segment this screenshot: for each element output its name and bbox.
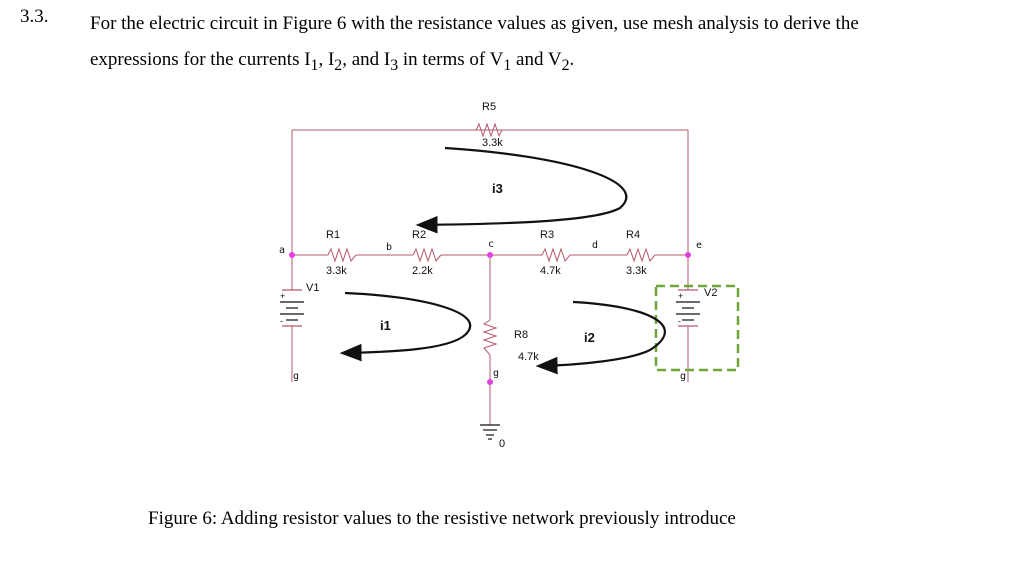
r1-name: R1: [326, 229, 340, 241]
v2-highlight-box: [654, 284, 740, 372]
v2-plus: +: [678, 291, 683, 301]
node-a-label: a: [279, 245, 285, 256]
node-dot-e: [685, 252, 691, 258]
v1-source: [280, 289, 304, 327]
node-e-label: e: [696, 240, 702, 251]
mesh-i2-label: i2: [584, 330, 595, 345]
node-g-center-label: g: [493, 368, 499, 379]
v1-plus: +: [280, 291, 285, 301]
arrow-i1: [339, 291, 472, 362]
ground-symbol: [480, 424, 500, 440]
q-subscript: 1: [503, 56, 512, 74]
figure-caption: Figure 6: Adding resistor values to the …: [148, 508, 736, 529]
q-text-seg: , I: [318, 49, 335, 70]
labels: R5 3.3k R1 3.3k R2 2.2k R3 4.7k R4 3.3k …: [279, 101, 717, 450]
circuit-diagram: R5 3.3k R1 3.3k R2 2.2k R3 4.7k R4 3.3k …: [279, 101, 740, 450]
r5-zigzag: [475, 122, 503, 138]
q-subscript: 2: [561, 56, 570, 74]
r5-value: 3.3k: [482, 137, 503, 149]
q-subscript: 3: [390, 56, 399, 74]
r8-value: 4.7k: [518, 351, 539, 363]
mesh-i3-label: i3: [492, 181, 503, 196]
node-g-left-label: g: [293, 371, 299, 382]
r4-name: R4: [626, 229, 640, 241]
q-text-seg: expressions for the currents I: [90, 49, 311, 70]
r5-name: R5: [482, 101, 496, 113]
v2-source: [676, 289, 700, 327]
q-text-seg: .: [569, 49, 575, 70]
r4-value: 3.3k: [626, 265, 647, 277]
r2-name: R2: [412, 229, 426, 241]
q-text-seg: , and I: [342, 49, 391, 70]
question-number: 3.3.: [20, 6, 49, 27]
r8-zigzag: [482, 319, 498, 356]
q-text-seg: in terms of V: [398, 49, 504, 70]
q-subscript: 2: [334, 56, 343, 74]
arrow-i3: [415, 146, 628, 234]
ground-label: 0: [499, 438, 505, 450]
question-text: For the electric circuit in Figure 6 wit…: [90, 6, 990, 84]
r4-zigzag: [626, 247, 656, 263]
r1-value: 3.3k: [326, 265, 347, 277]
question-line-2: expressions for the currents I1, I2, and…: [90, 42, 990, 84]
r1-zigzag: [327, 247, 357, 263]
node-dot-a: [289, 252, 295, 258]
r8-name: R8: [514, 329, 528, 341]
node-b-label: b: [386, 242, 392, 253]
arrow-i2: [535, 300, 666, 375]
mesh-i1-label: i1: [380, 318, 391, 333]
v2-name: V2: [704, 287, 717, 299]
node-dots: [289, 252, 691, 385]
v2-minus: -: [678, 316, 681, 326]
wires: [291, 129, 689, 425]
v1-minus: -: [280, 316, 283, 326]
resistor-zigzags: [327, 122, 656, 356]
node-dot-g: [487, 379, 493, 385]
v1-name: V1: [306, 282, 319, 294]
node-d-label: d: [592, 240, 598, 251]
q-subscript: 1: [310, 56, 319, 74]
r2-zigzag: [412, 247, 442, 263]
q-text-seg: and V: [511, 49, 562, 70]
r3-name: R3: [540, 229, 554, 241]
r3-zigzag: [541, 247, 571, 263]
r2-value: 2.2k: [412, 265, 433, 277]
node-c-label: c: [488, 239, 494, 250]
node-g-right-label: g: [680, 371, 686, 382]
question-line-1: For the electric circuit in Figure 6 wit…: [90, 13, 859, 34]
node-dot-c: [487, 252, 493, 258]
mesh-arrows: [339, 146, 666, 375]
r3-value: 4.7k: [540, 265, 561, 277]
